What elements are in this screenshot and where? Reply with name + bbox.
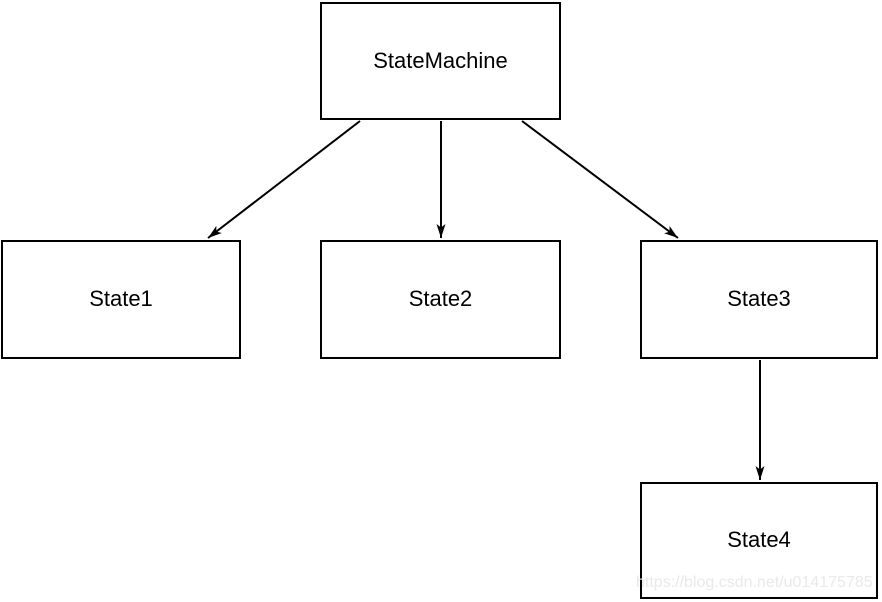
node-label: State3	[727, 286, 791, 312]
node-state1: State1	[1, 240, 241, 359]
node-label: State4	[727, 527, 791, 553]
node-label: StateMachine	[373, 47, 508, 73]
node-state2: State2	[320, 240, 561, 359]
node-label: State1	[89, 286, 153, 312]
edge-statemachine-state1	[207, 120, 361, 239]
node-state3: State3	[640, 240, 878, 359]
node-statemachine: StateMachine	[320, 2, 561, 120]
node-state4: State4	[640, 482, 878, 599]
node-label: State2	[408, 286, 473, 312]
watermark: https://blog.csdn.net/u014175785	[636, 574, 873, 591]
edge-statemachine-state3	[521, 120, 679, 239]
